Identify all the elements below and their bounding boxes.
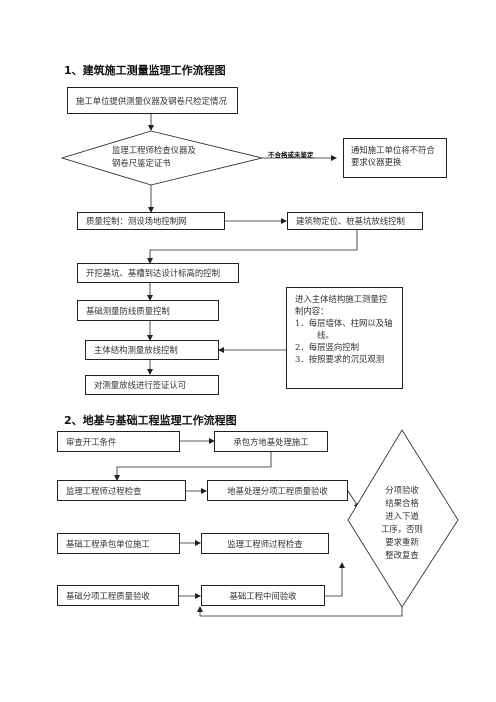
content-line4: 线。 bbox=[317, 330, 334, 340]
section2-title: 2、地基与基础工程监理工作流程图 bbox=[64, 414, 237, 427]
supervisor-check-box-2: 监理工程师过程检查 bbox=[201, 533, 329, 554]
fail-edge-label: 不合格或未鉴定 bbox=[268, 151, 314, 159]
contractor-treatment-box: 承包方地基处理施工 bbox=[214, 431, 328, 452]
content-line5: 2．每层竖向控制 bbox=[295, 342, 359, 352]
mid-acceptance-box: 基础工程中间验收 bbox=[201, 585, 325, 606]
section1-title: 1、建筑施工测量监理工作流程图 bbox=[64, 64, 226, 77]
foundation-survey-box: 基础测量防线质量控制 bbox=[77, 300, 219, 321]
content-line3: 1．每层墙体、柱网以及轴 bbox=[295, 318, 393, 328]
signoff-box: 对测量放线进行签证认可 bbox=[85, 375, 219, 395]
diamond-text-block: 分项验收 结果合格 进入下道 工序，否则 要求重新 整改复查 bbox=[372, 484, 432, 562]
diamond-text-line1: 监理工程师检查仪器及 bbox=[112, 145, 196, 155]
review-conditions-box: 审查开工条件 bbox=[57, 431, 180, 452]
diamond-line-4: 工序，否则 bbox=[381, 524, 423, 534]
diamond-line-5: 要求重新 bbox=[385, 537, 419, 547]
main-structure-box: 主体结构测量放线控制 bbox=[85, 340, 219, 360]
diamond-line-6: 整改复查 bbox=[385, 550, 419, 560]
foundation-quality-box: 基础分项工程质量验收 bbox=[57, 585, 179, 606]
notify-line2: 要求仪器更换 bbox=[351, 157, 402, 167]
subitem-acceptance-box: 地基处理分项工程质量验收 bbox=[207, 480, 348, 501]
excavation-control-box: 开挖基坑、基槽到达设计标高的控制 bbox=[77, 263, 239, 283]
notify-line1: 通知施工单位将不符合 bbox=[351, 145, 435, 155]
content-line6: 3．按照要求的沉见观测 bbox=[295, 354, 385, 364]
content-line1: 进入主体结构施工测量控 bbox=[295, 294, 388, 304]
diamond-line-2: 结果合格 bbox=[385, 498, 419, 508]
diamond-line-1: 分项验收 bbox=[385, 485, 419, 495]
building-layout-box: 建筑物定位、桩基坑放线控制 bbox=[287, 212, 423, 230]
foundation-construction-box: 基础工程承包单位施工 bbox=[57, 533, 180, 554]
content-line2: 制内容： bbox=[295, 306, 329, 316]
diamond-line-3: 进入下道 bbox=[385, 511, 419, 521]
supervisor-check-box-1: 监理工程师过程检查 bbox=[57, 480, 186, 501]
main-structure-content-box: 进入主体结构施工测量控 制内容： 1．每层墙体、柱网以及轴 线。 2．每层竖向控… bbox=[286, 287, 403, 389]
instrument-check-box: 施工单位提供测量仪器及钢卷尺检定情况 bbox=[67, 87, 238, 114]
notify-replace-box: 通知施工单位将不符合 要求仪器更换 bbox=[343, 138, 447, 178]
diamond-text-line2: 钢卷尺鉴定证书 bbox=[112, 158, 171, 168]
quality-control-box: 质量控制：测设场地控制网 bbox=[77, 212, 225, 230]
